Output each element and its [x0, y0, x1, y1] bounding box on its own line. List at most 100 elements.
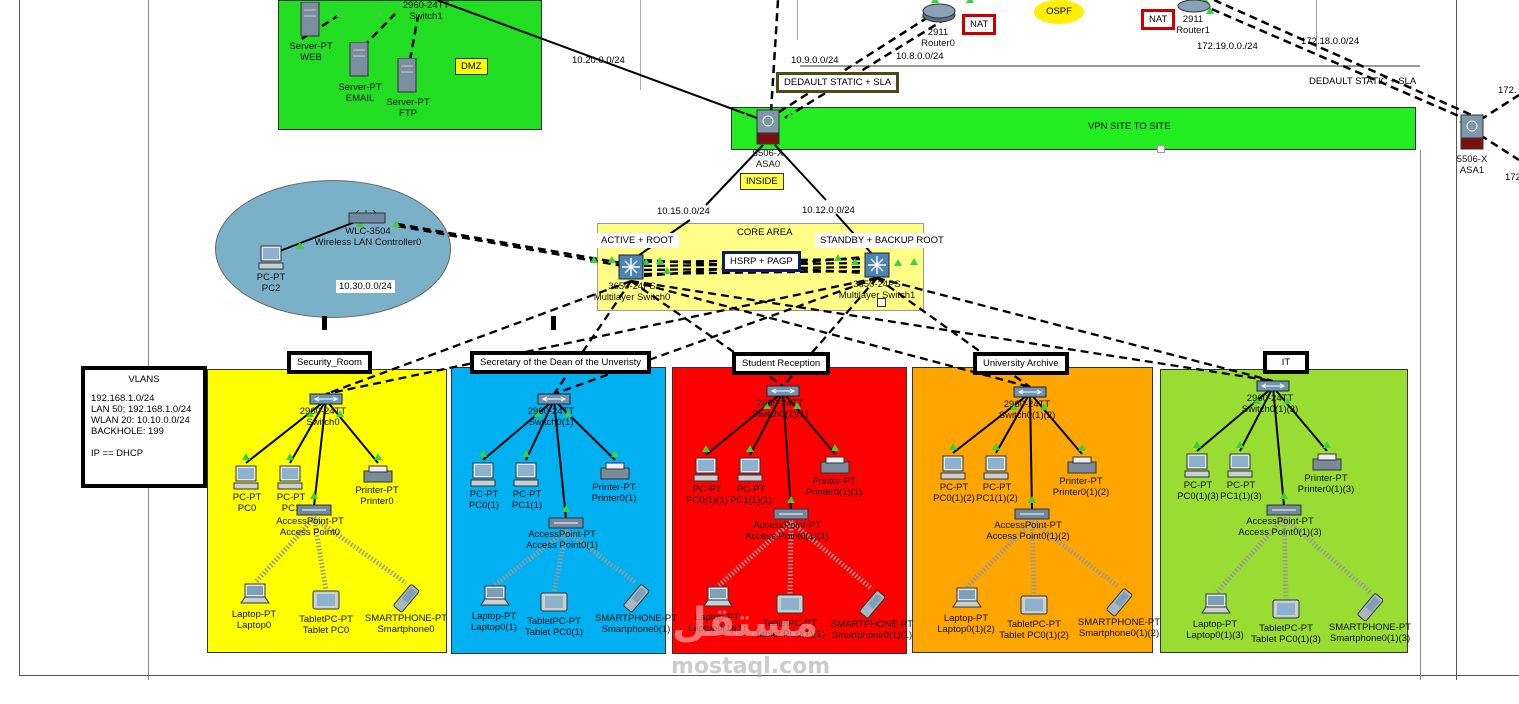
room-printer[interactable] — [363, 465, 393, 488]
room-switch[interactable] — [309, 392, 343, 411]
marker-bar — [551, 316, 556, 330]
room-tablet[interactable] — [1020, 595, 1048, 620]
wireless-lan-controller[interactable] — [348, 209, 386, 229]
room-pc-b[interactable] — [737, 457, 763, 488]
room-switch[interactable] — [537, 392, 571, 411]
net-label: 172 — [1505, 172, 1519, 183]
link-status-indicator — [306, 410, 314, 417]
room-tablet[interactable] — [540, 592, 568, 617]
link-line — [705, 144, 764, 206]
room-access-point[interactable] — [1014, 506, 1050, 525]
room-laptop[interactable] — [480, 585, 510, 612]
room-laptop[interactable] — [703, 586, 733, 613]
room-access-point[interactable] — [548, 515, 584, 534]
link-line — [436, 0, 758, 119]
room-pc-a[interactable] — [470, 462, 496, 493]
laptop-icon — [480, 585, 510, 606]
pc2[interactable] — [258, 245, 284, 276]
room-access-point[interactable] — [773, 506, 809, 525]
link-status-indicator — [479, 450, 487, 457]
marker-bar — [322, 316, 327, 330]
link-status-indicator — [608, 256, 616, 263]
switch-icon — [1013, 386, 1047, 398]
laptop-icon — [952, 587, 982, 608]
multilayer-switch1[interactable] — [864, 252, 890, 283]
room-laptop[interactable] — [952, 587, 982, 614]
room-smartphone[interactable] — [858, 589, 886, 624]
link-line — [876, 276, 1274, 383]
room-tablet[interactable] — [776, 594, 804, 619]
room-printer[interactable] — [1067, 456, 1097, 479]
room-title-archive: University Archive — [973, 352, 1069, 375]
room-laptop[interactable] — [240, 583, 270, 610]
room-pc-b[interactable] — [513, 462, 539, 493]
room-pc-a[interactable] — [233, 465, 259, 496]
room-tablet[interactable] — [312, 590, 340, 615]
vpn-handle[interactable] — [1157, 145, 1165, 153]
core-handle[interactable] — [877, 298, 886, 307]
link-line — [325, 399, 379, 464]
room-switch[interactable] — [1256, 379, 1290, 398]
room-pc-a[interactable] — [693, 457, 719, 488]
room-tablet[interactable] — [1272, 599, 1300, 624]
server-ftp[interactable] — [396, 57, 418, 99]
link-line — [408, 15, 420, 61]
link-line — [1199, 2, 1469, 122]
laptop-icon — [703, 586, 733, 607]
room-printer[interactable] — [820, 456, 850, 479]
room-pc-b[interactable] — [983, 455, 1009, 486]
server-email[interactable] — [348, 41, 370, 83]
room-printer[interactable] — [600, 462, 630, 485]
router1[interactable] — [1176, 0, 1212, 19]
guide-line — [1316, 0, 1317, 50]
room-printer[interactable] — [1312, 453, 1342, 476]
access-point-icon — [1014, 508, 1050, 520]
inside-tag: INSIDE — [740, 173, 784, 190]
router0[interactable] — [921, 2, 957, 29]
room-pc-b[interactable] — [1227, 453, 1253, 484]
room-pc-a[interactable] — [940, 455, 966, 486]
server-web[interactable] — [299, 1, 321, 43]
canvas-bottom-edge — [19, 675, 1519, 676]
asa1[interactable] — [1460, 114, 1484, 155]
link-status-indicator — [746, 445, 754, 452]
room-pc-b[interactable] — [277, 465, 303, 496]
link-line — [553, 399, 616, 461]
room-smartphone[interactable] — [1356, 592, 1384, 627]
access-point-icon — [773, 508, 809, 520]
room-access-point[interactable] — [296, 502, 332, 521]
multilayer-switch0[interactable] — [618, 254, 644, 285]
room-laptop[interactable] — [1201, 593, 1231, 620]
link-line — [769, 0, 780, 113]
link-status-indicator — [590, 256, 598, 263]
standby-root-tag: STANDBY + BACKUP ROOT — [815, 233, 949, 248]
room-pc-a[interactable] — [1184, 453, 1210, 484]
pc-icon — [258, 245, 284, 270]
room-switch[interactable] — [1013, 385, 1047, 404]
room-smartphone[interactable] — [622, 583, 650, 618]
room-smartphone[interactable] — [392, 583, 420, 618]
server-icon — [349, 41, 369, 77]
room-smartphone[interactable] — [1105, 587, 1133, 622]
switch-icon — [537, 393, 571, 405]
room-switch[interactable] — [766, 384, 800, 403]
smartphone-icon — [393, 584, 420, 613]
asa0[interactable] — [756, 109, 780, 150]
room-access-point[interactable] — [1266, 502, 1302, 521]
